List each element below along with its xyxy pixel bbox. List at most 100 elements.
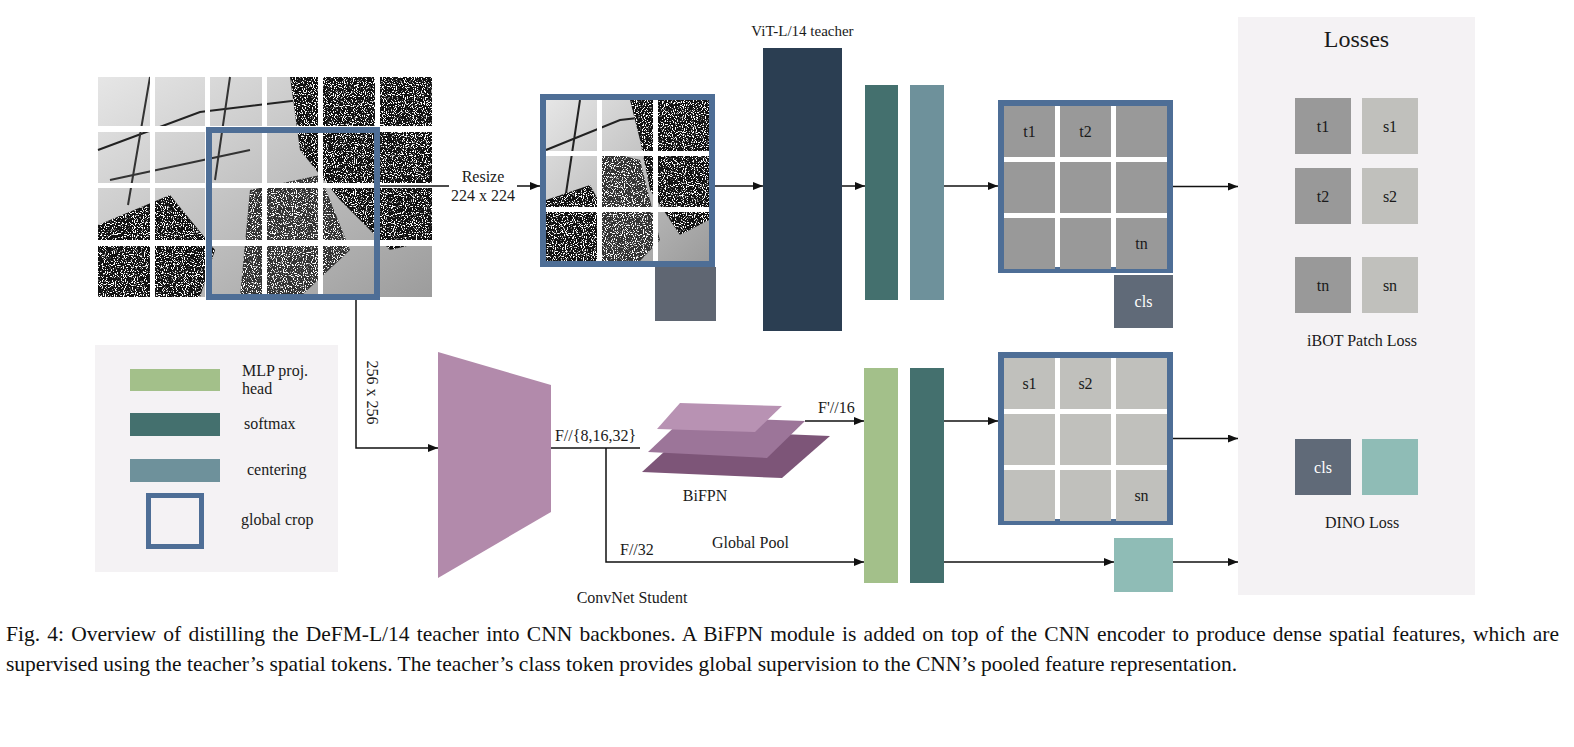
graphic-part xyxy=(597,100,602,261)
node-label: sn xyxy=(1134,486,1148,505)
node-label: tn xyxy=(1317,276,1329,295)
bifpn-module: BiFPN xyxy=(640,400,832,508)
edge-label: F//{8,16,32} xyxy=(555,426,636,445)
student-encoder: ConvNet Student xyxy=(438,352,551,578)
input-image xyxy=(98,77,432,297)
softmax-bar xyxy=(865,85,898,300)
token-tile xyxy=(1116,358,1167,409)
node-label: t1 xyxy=(1317,117,1329,136)
legend-swatch xyxy=(130,413,220,436)
image-ground xyxy=(546,100,709,261)
node-label: t2 xyxy=(1317,187,1329,206)
flow-label: F'//16 xyxy=(818,398,855,417)
token-tile xyxy=(1004,470,1055,521)
arrow xyxy=(1173,561,1238,563)
class-token xyxy=(655,267,716,321)
legend-swatch xyxy=(130,459,220,482)
legend-label: centering xyxy=(247,461,307,479)
node-label: t2 xyxy=(1079,122,1091,141)
arrow xyxy=(842,185,865,187)
token-tile xyxy=(1004,218,1055,269)
node-label: tn xyxy=(1135,234,1147,253)
arrow xyxy=(356,300,438,448)
token-tile xyxy=(1004,162,1055,213)
node-label: iBOT Patch Loss xyxy=(1282,331,1442,350)
legend-swatch xyxy=(130,369,220,391)
legend-label: MLP proj. head xyxy=(242,362,320,398)
arrow xyxy=(944,420,998,422)
connector xyxy=(551,447,640,449)
token-tile: t2 xyxy=(1060,106,1111,157)
node-label: cls xyxy=(1135,292,1153,311)
flow-label: Global Pool xyxy=(712,533,789,552)
loss-tile: t2 xyxy=(1295,168,1351,224)
image-speckle xyxy=(98,77,432,297)
loss-tile: s2 xyxy=(1362,168,1418,224)
global-crop xyxy=(543,97,712,264)
pooled-token xyxy=(1362,439,1418,495)
node-label: s2 xyxy=(1383,187,1397,206)
graphic-part xyxy=(653,100,658,261)
node-label: ViT-L/14 teacher xyxy=(723,22,882,41)
loss-tile: s1 xyxy=(1362,98,1418,154)
flow-label: F//32 xyxy=(620,540,654,559)
crop-image xyxy=(543,97,716,321)
node-label: DINO Loss xyxy=(1282,513,1442,532)
speckle xyxy=(546,100,709,261)
arrow xyxy=(944,561,1114,563)
token-tile: s2 xyxy=(1060,358,1111,409)
flow-label: 256 x 256 xyxy=(363,360,382,424)
image-speckle xyxy=(546,100,709,261)
softmax-bar xyxy=(910,368,944,583)
node-label: Losses xyxy=(1238,25,1475,53)
node-label: cls xyxy=(1314,458,1332,477)
legend-label: global crop xyxy=(241,511,313,529)
node-label: sn xyxy=(1383,276,1397,295)
token-grid: t1 t2 tn xyxy=(998,100,1173,273)
node-label: s2 xyxy=(1078,374,1092,393)
bars xyxy=(864,85,944,583)
image-ground xyxy=(98,77,432,297)
shape-outline xyxy=(640,400,832,508)
tile-gaps xyxy=(98,77,432,297)
token-tile: t1 xyxy=(1004,106,1055,157)
loss-panel: Losses iBOT Patch LossDINO Loss t1 s1 t2 s2 tn… xyxy=(1238,17,1475,595)
arrow xyxy=(944,185,998,187)
class-token: cls xyxy=(1295,439,1351,495)
token-tile: sn xyxy=(1116,470,1167,521)
token-tile: tn xyxy=(1116,218,1167,269)
node-label: s1 xyxy=(1383,117,1397,136)
shape-fill xyxy=(438,352,551,578)
class-token: cls xyxy=(1114,275,1173,328)
node-label: t1 xyxy=(1023,122,1035,141)
token-tile xyxy=(1004,414,1055,465)
graphic-part xyxy=(546,207,709,212)
figure-caption: Fig. 4: Overview of distilling the DeFM-… xyxy=(6,620,1559,679)
shape-outline xyxy=(438,352,551,578)
token-tile xyxy=(1116,162,1167,213)
pooled-token xyxy=(1114,538,1173,592)
token-tile xyxy=(1116,414,1167,465)
connector xyxy=(1173,438,1238,440)
encoder-block: ViT-L/14 teacher xyxy=(763,48,842,331)
loss-tile: t1 xyxy=(1295,98,1351,154)
tile-gaps xyxy=(546,100,709,261)
legend-sample xyxy=(146,493,204,549)
global-crop xyxy=(209,130,377,297)
connector xyxy=(1173,186,1238,188)
loss-tile: tn xyxy=(1295,257,1351,313)
token-tile xyxy=(1060,414,1111,465)
arrow xyxy=(805,420,864,422)
graphic-part xyxy=(546,151,709,156)
mlp-bar xyxy=(864,368,898,583)
token-tile xyxy=(1060,162,1111,213)
token-tile xyxy=(1116,106,1167,157)
node-label: s1 xyxy=(1022,374,1036,393)
token-tile xyxy=(1060,218,1111,269)
centering-bar xyxy=(910,85,944,300)
token-tile xyxy=(1060,470,1111,521)
node-label: ConvNet Student xyxy=(532,588,732,607)
arrow xyxy=(715,185,763,187)
